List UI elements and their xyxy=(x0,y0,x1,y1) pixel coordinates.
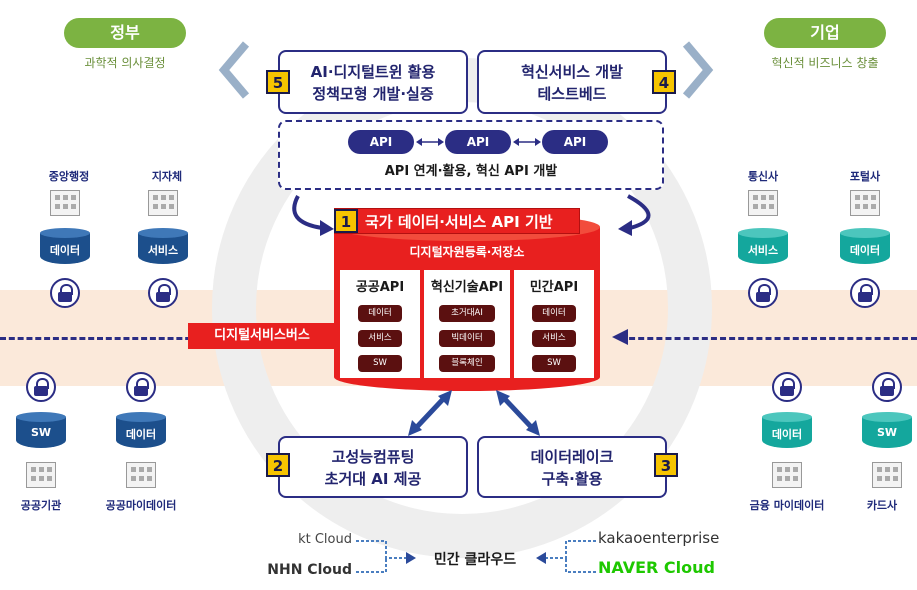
building-icon xyxy=(26,462,56,488)
api-link-icon xyxy=(416,138,444,146)
box-ai-digital-twin: AI·디지털트윈 활용 정책모형 개발·실증 xyxy=(278,50,468,114)
db-cylinder: 데이터 xyxy=(116,412,166,448)
box2-line2: 초거대 AI 제공 xyxy=(324,470,422,488)
mini-db-bigdata: 빅데이터 xyxy=(439,330,495,347)
badge-4: 4 xyxy=(652,70,676,94)
badge-2: 2 xyxy=(266,453,290,477)
mini-db-public-data: 데이터 xyxy=(358,305,402,322)
box3-line1: 데이터레이크 xyxy=(530,448,614,466)
org-label: 중앙행정 xyxy=(48,170,90,183)
badge-3: 3 xyxy=(654,453,678,477)
db-cylinder: 서비스 xyxy=(138,228,188,264)
box4-line2: 테스트베드 xyxy=(537,85,607,103)
chevron-right-icon xyxy=(682,41,714,99)
bus-line-right xyxy=(620,337,917,340)
box-datalake: 데이터레이크 구축·활용 xyxy=(477,436,667,498)
building-icon xyxy=(148,190,178,216)
digital-service-bus-label: 디지털서비스버스 xyxy=(188,323,336,349)
enterprise-pill: 기업 xyxy=(764,18,886,48)
org-label: 포털사 xyxy=(849,170,881,183)
nhn-cloud-logo: NHN Cloud xyxy=(267,562,352,578)
building-icon xyxy=(872,462,902,488)
lock-icon xyxy=(26,372,56,402)
lock-icon xyxy=(50,278,80,308)
box4-line1: 혁신서비스 개발 xyxy=(521,63,623,81)
private-cloud-label: 민간 클라우드 xyxy=(433,552,517,568)
cloud-arrow-right-icon xyxy=(536,540,596,573)
box-innovation-testbed: 혁신서비스 개발 테스트베드 xyxy=(477,50,667,114)
db-cylinder: 서비스 xyxy=(738,228,788,264)
badge-5: 5 xyxy=(266,70,290,94)
enterprise-subtitle: 혁신적 비즈니스 창출 xyxy=(771,56,879,70)
org-label: 공공마이데이터 xyxy=(105,499,177,512)
api-pill-3: API xyxy=(542,130,608,154)
mini-db-private-service: 서비스 xyxy=(532,330,576,347)
lock-icon xyxy=(872,372,902,402)
mini-db-public-sw: SW xyxy=(358,355,402,372)
org-label: 금융 마이데이터 xyxy=(749,499,825,512)
org-label: 공공기관 xyxy=(20,499,62,512)
core-subtitle: 디지털자원등록·저장소 xyxy=(409,245,525,259)
kt-cloud-logo: kt Cloud xyxy=(298,532,352,547)
lock-icon xyxy=(126,372,156,402)
column-header-private: 민간API xyxy=(529,280,579,295)
box5-line2: 정책모형 개발·실증 xyxy=(312,85,434,103)
api-pill-1: API xyxy=(348,130,414,154)
db-cylinder: 데이터 xyxy=(40,228,90,264)
bus-line-left xyxy=(0,337,200,340)
building-icon xyxy=(772,462,802,488)
curved-arrow-left-icon xyxy=(292,195,334,236)
column-header-public: 공공API xyxy=(355,280,405,295)
lock-icon xyxy=(850,278,880,308)
lock-icon xyxy=(148,278,178,308)
mini-db-hyperscale-ai: 초거대AI xyxy=(439,305,495,322)
badge-1: 1 xyxy=(334,209,358,233)
lock-icon xyxy=(748,278,778,308)
db-cylinder: 데이터 xyxy=(762,412,812,448)
arrow-core-to-datalake-icon xyxy=(496,390,540,436)
mini-db-private-sw: SW xyxy=(532,355,576,372)
mini-db-blockchain: 블록체인 xyxy=(439,355,495,372)
db-cylinder: 데이터 xyxy=(840,228,890,264)
cloud-arrow-left-icon xyxy=(356,540,416,573)
building-icon xyxy=(748,190,778,216)
core-title: 국가 데이터·서비스 API 기반 xyxy=(334,208,580,234)
box5-line1: AI·디지털트윈 활용 xyxy=(310,63,436,81)
government-subtitle: 과학적 의사결정 xyxy=(84,56,166,70)
org-label: 지자체 xyxy=(151,170,183,183)
mini-db-public-service: 서비스 xyxy=(358,330,402,347)
building-icon xyxy=(850,190,880,216)
mini-db-private-data: 데이터 xyxy=(532,305,576,322)
building-icon xyxy=(126,462,156,488)
chevron-left-icon xyxy=(218,41,250,99)
government-pill: 정부 xyxy=(64,18,186,48)
api-link-icon xyxy=(513,138,541,146)
curved-arrow-right-icon xyxy=(618,194,651,236)
bus-arrow-icon xyxy=(612,329,628,345)
box3-line2: 구축·활용 xyxy=(541,470,603,488)
db-cylinder: SW xyxy=(16,412,66,448)
building-icon xyxy=(50,190,80,216)
lock-icon xyxy=(772,372,802,402)
db-cylinder: SW xyxy=(862,412,912,448)
api-caption: API 연계·활용, 혁신 API 개발 xyxy=(384,164,558,179)
api-pill-2: API xyxy=(445,130,511,154)
box2-line1: 고성능컴퓨팅 xyxy=(331,448,415,466)
naver-cloud-logo: NAVER Cloud xyxy=(598,558,715,577)
column-header-innovation: 혁신기술API xyxy=(430,280,504,295)
org-label: 통신사 xyxy=(747,170,779,183)
kakao-enterprise-logo: kakaoenterprise xyxy=(598,529,720,547)
arrow-core-to-hpc-icon xyxy=(408,390,452,436)
org-label: 카드사 xyxy=(866,499,898,512)
box-hpc: 고성능컴퓨팅 초거대 AI 제공 xyxy=(278,436,468,498)
